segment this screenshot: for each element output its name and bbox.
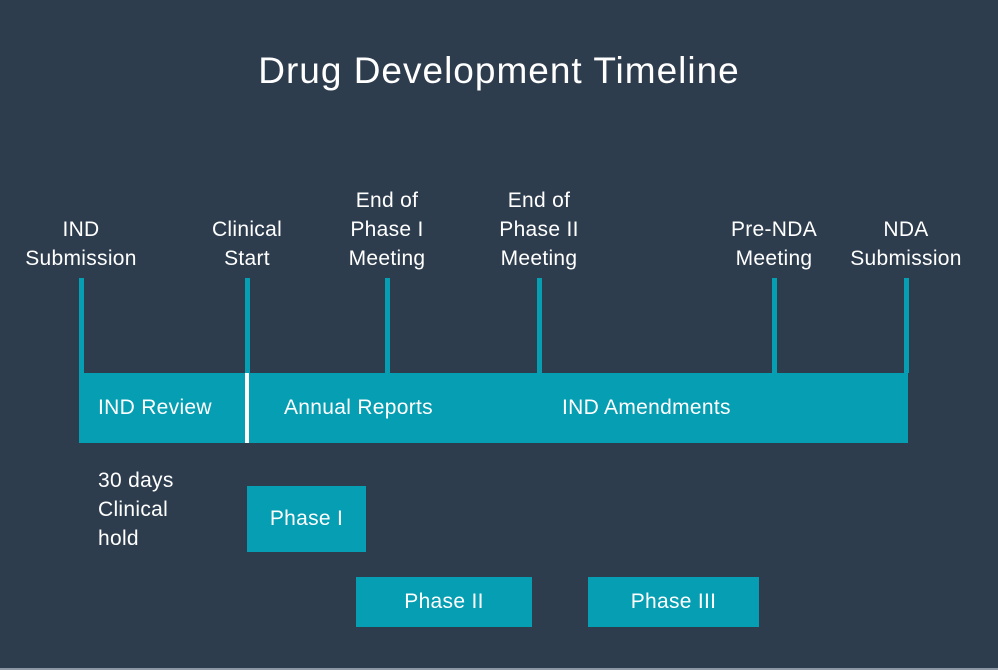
milestone-tick-clinical-start (245, 278, 250, 373)
milestone-tick-end-of-phase-2-meeting (537, 278, 542, 373)
milestone-label-end-of-phase-2-meeting: End of Phase II Meeting (499, 189, 579, 270)
phase-2-box: Phase II (356, 577, 532, 627)
phase-3-box: Phase III (588, 577, 759, 627)
milestone-label-end-of-phase-1-meeting: End of Phase I Meeting (348, 189, 426, 270)
bar-segment-label-ind-amendments: IND Amendments (562, 396, 731, 419)
milestone-label-nda-submission: NDA Submission (850, 218, 962, 270)
milestone-label-clinical-start: Clinical Start (211, 218, 283, 270)
bar-segment-label-annual-reports: Annual Reports (284, 396, 433, 419)
phase-2-label: Phase II (404, 590, 484, 613)
segment-divider (245, 373, 249, 443)
milestone-tick-pre-nda-meeting (772, 278, 777, 373)
milestone-tick-ind-submission (79, 278, 84, 373)
bar-segment-label-ind-review: IND Review (98, 396, 212, 419)
phase-1-label: Phase I (269, 507, 344, 530)
clinical-hold-note: 30 days Clinical hold (98, 469, 174, 550)
phase-3-label: Phase III (630, 590, 717, 613)
diagram-title: Drug Development Timeline (258, 50, 740, 91)
bottom-edge (0, 668, 998, 670)
milestone-label-ind-submission: IND Submission (25, 218, 137, 270)
timeline-bar: IND Review Annual Reports IND Amendments (79, 373, 908, 443)
milestone-tick-nda-submission (904, 278, 909, 373)
milestone-tick-end-of-phase-1-meeting (385, 278, 390, 373)
milestone-label-pre-nda-meeting: Pre-NDA Meeting (730, 218, 818, 270)
phase-1-box: Phase I (247, 486, 366, 552)
